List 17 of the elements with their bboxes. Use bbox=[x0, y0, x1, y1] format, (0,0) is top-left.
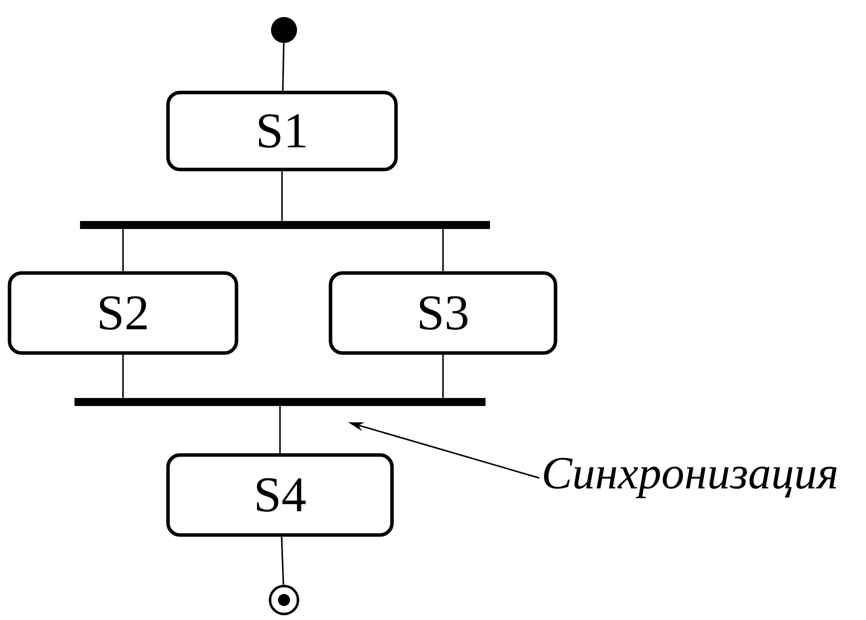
state-box: S1 bbox=[166, 90, 398, 172]
state-box: S3 bbox=[328, 271, 558, 355]
connector-line bbox=[442, 354, 444, 398]
initial-dot bbox=[271, 17, 297, 43]
sync-bar bbox=[74, 398, 486, 406]
sync-bar bbox=[80, 220, 490, 229]
connector-line bbox=[442, 229, 444, 272]
connector-line bbox=[122, 354, 124, 398]
annotation-text: Синхронизация bbox=[544, 458, 836, 498]
state-box: S4 bbox=[166, 453, 394, 537]
connector-line bbox=[280, 536, 284, 585]
connector-line bbox=[122, 229, 124, 272]
connector-line bbox=[282, 43, 284, 91]
state-box: S2 bbox=[8, 271, 238, 355]
final-node bbox=[268, 584, 300, 616]
connector-line bbox=[281, 171, 283, 221]
connector-line bbox=[279, 406, 281, 454]
